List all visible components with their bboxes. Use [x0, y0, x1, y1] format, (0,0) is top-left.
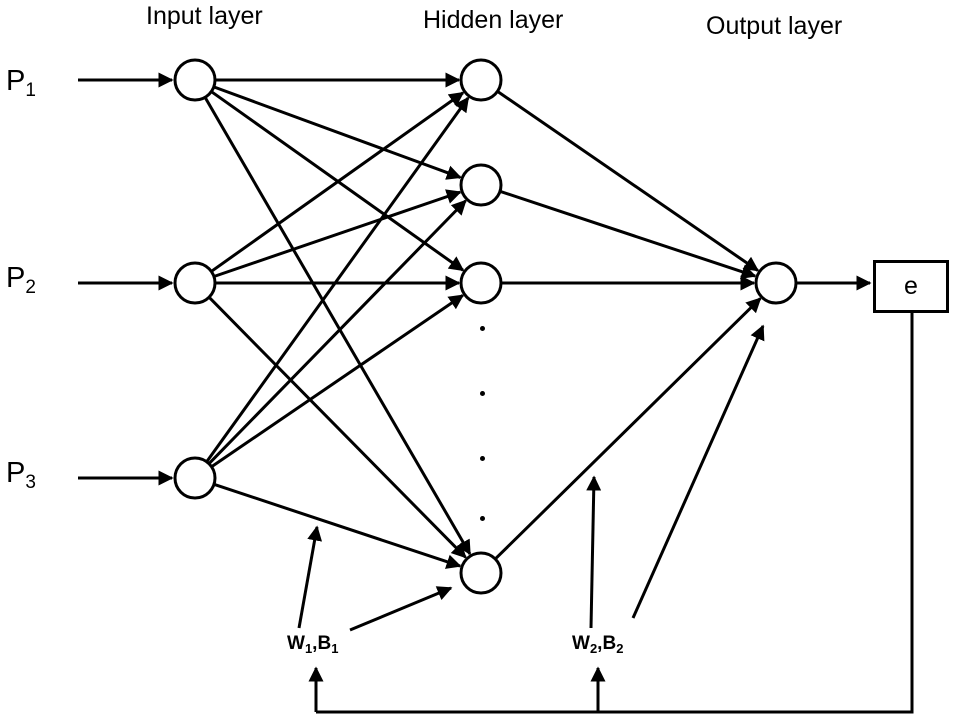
- input-hidden-connection: [210, 294, 465, 468]
- hidden-output-connection: [499, 189, 757, 279]
- output-neuron: [754, 261, 798, 305]
- hidden-neuron: [459, 261, 503, 305]
- input-neuron: [173, 456, 217, 500]
- input-hidden-connection: [210, 91, 465, 273]
- hidden-output-connection: [494, 297, 762, 561]
- weights-bias-1-label: W1,B1: [287, 633, 339, 656]
- ellipsis-dot: [480, 516, 485, 521]
- input-neuron: [173, 58, 217, 102]
- weight-update-arrow-1: [297, 525, 323, 629]
- input-hidden-connection: [213, 189, 462, 278]
- hidden-layer-title: Hidden layer: [423, 6, 564, 34]
- ellipsis-dot: [480, 456, 485, 461]
- input-hidden-connection: [205, 96, 470, 463]
- input-label-p2: P2: [6, 262, 36, 298]
- weight-update-arrow-1: [349, 586, 453, 632]
- ellipsis-dot: [480, 391, 485, 396]
- feedback-line: [316, 313, 914, 714]
- hidden-neuron: [459, 58, 503, 102]
- ellipsis-dot: [480, 326, 485, 331]
- input-neuron: [173, 261, 217, 305]
- input-hidden-connection: [207, 296, 467, 559]
- weights-bias-2-label: W2,B2: [572, 633, 624, 656]
- input-hidden-connection: [213, 482, 462, 569]
- hidden-neuron: [459, 551, 503, 595]
- input-label-p1: P1: [6, 65, 36, 101]
- input-layer-title: Input layer: [146, 2, 263, 30]
- input-label-p3: P3: [6, 457, 36, 493]
- hidden-neuron: [459, 163, 503, 207]
- input-hidden-connection: [203, 96, 472, 556]
- error-box: e: [873, 260, 949, 313]
- output-layer-title: Output layer: [706, 12, 843, 40]
- input-hidden-connection: [207, 199, 467, 465]
- hidden-output-connection: [496, 90, 760, 272]
- weight-update-arrow-2: [586, 475, 602, 629]
- input-hidden-connection: [213, 85, 462, 180]
- weight-update-arrow-2: [631, 324, 765, 619]
